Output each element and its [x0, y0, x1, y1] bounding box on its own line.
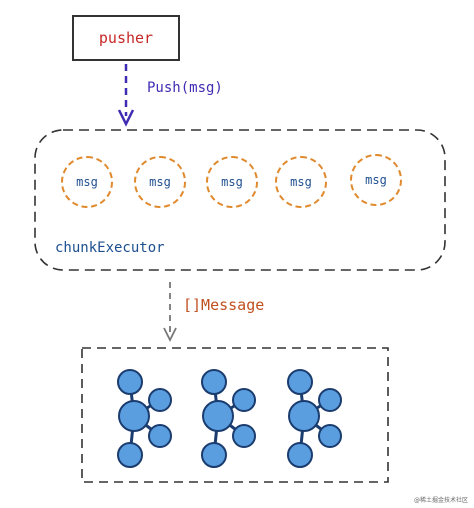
node: [201, 442, 227, 468]
node: [287, 442, 313, 468]
msg-label: msg: [149, 175, 171, 189]
node-cluster: [201, 369, 256, 468]
executor-container: [34, 129, 446, 271]
msg-bubble: msg: [134, 156, 186, 208]
msg-bubble: msg: [275, 156, 327, 208]
node-cluster: [287, 369, 342, 468]
node: [201, 369, 227, 395]
msg-label: msg: [76, 175, 98, 189]
msg-bubble: msg: [61, 156, 113, 208]
msg-label: msg: [365, 173, 387, 187]
message-arrow: [163, 282, 177, 343]
node: [148, 424, 172, 448]
push-arrow-label: Push(msg): [147, 80, 223, 96]
node: [117, 442, 143, 468]
node: [117, 369, 143, 395]
message-arrow-label: []Message: [183, 296, 265, 314]
msg-bubble: msg: [206, 156, 258, 208]
pusher-box: pusher: [72, 15, 180, 61]
node: [318, 388, 342, 412]
node: [232, 388, 256, 412]
node: [318, 424, 342, 448]
watermark: @稀土掘金技术社区: [413, 497, 468, 504]
node: [232, 424, 256, 448]
msg-bubble: msg: [350, 154, 402, 206]
msg-label: msg: [221, 175, 243, 189]
push-arrow: [117, 64, 135, 127]
node: [287, 369, 313, 395]
node-cluster: [117, 369, 172, 468]
msg-label: msg: [290, 175, 312, 189]
node: [288, 400, 320, 432]
node: [202, 400, 234, 432]
pusher-label: pusher: [98, 29, 154, 47]
consumers-container: [81, 347, 389, 483]
node: [118, 400, 150, 432]
executor-label: chunkExecutor: [55, 240, 165, 256]
node: [148, 388, 172, 412]
